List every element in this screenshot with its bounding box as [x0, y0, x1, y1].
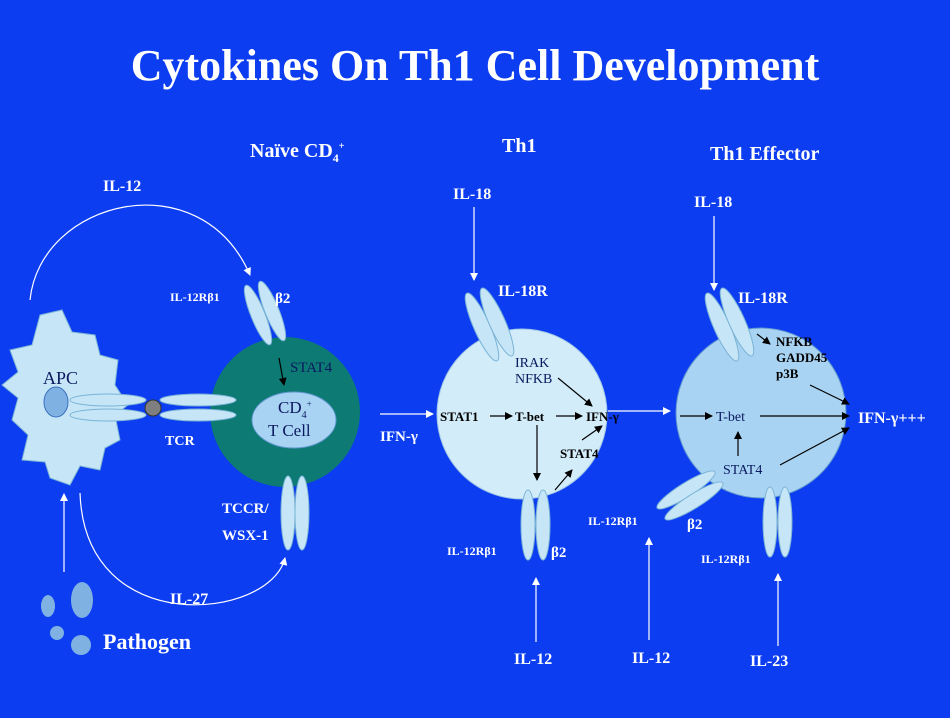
antigen-peptide — [144, 399, 162, 417]
il18r-chain-2-th1 — [479, 287, 515, 357]
th1-cell — [436, 328, 608, 500]
label-tcr: TCR — [165, 434, 195, 449]
il12rb1-th1 — [520, 489, 536, 561]
apc-nucleus — [43, 386, 69, 418]
il12-arc-arrow — [29, 204, 251, 301]
label-tbet-th1: T-bet — [515, 409, 545, 424]
heading-th1-effector: Th1 Effector — [710, 143, 820, 165]
label-tbet-effector: T-bet — [716, 410, 745, 425]
label-il12rb1-naive: IL-12Rβ1 — [170, 290, 220, 304]
pathogen-particle-2 — [71, 582, 93, 618]
nfkb-to-ifng-effector-arrow — [809, 384, 850, 405]
label-il23: IL-23 — [750, 653, 788, 670]
page-title: Cytokines On Th1 Cell Development — [130, 41, 820, 90]
label-b2-naive: β2 — [275, 291, 290, 307]
naive-t-cell-nucleus — [251, 391, 337, 449]
stat4-to-ifng-arrow — [581, 425, 603, 441]
label-il12rb1-th1: IL-12Rβ1 — [447, 544, 497, 558]
pathogen-particle-3 — [50, 626, 64, 640]
mhc-upper — [69, 393, 147, 407]
mhc-lower — [69, 408, 147, 422]
label-tccr: TCCR/ — [222, 501, 270, 517]
tcr-lower — [159, 408, 237, 422]
tccr-chain-1 — [280, 475, 296, 551]
label-il12-th1: IL-12 — [514, 651, 552, 668]
il18r-chain-2-effector — [719, 287, 755, 357]
label-ifng-effector: IFN-γ+++ — [858, 410, 926, 427]
label-cd4: CD4+ — [278, 398, 312, 421]
label-gadd45: GADD45 — [776, 350, 828, 365]
label-il18-effector: IL-18 — [694, 194, 732, 211]
label-pathogen: Pathogen — [103, 629, 191, 654]
tcr-upper — [159, 393, 237, 407]
label-il18r-effector: IL-18R — [738, 290, 788, 307]
receptor-to-stat4-arrow — [554, 469, 573, 491]
il12rb2-th1 — [535, 489, 551, 561]
stat4-to-ifng-effector-arrow — [779, 427, 850, 466]
il23r-chain-1 — [762, 486, 778, 558]
il12rb2-naive — [257, 280, 287, 342]
label-p38: p3B — [776, 366, 799, 381]
label-stat4-naive: STAT4 — [290, 360, 333, 376]
il23r-chain-2 — [777, 486, 793, 558]
heading-naive: Naïve CD4+ — [250, 140, 345, 165]
label-il27: IL-27 — [170, 591, 208, 608]
il18r-to-nfkb-arrow — [756, 333, 771, 345]
pathogen-particle-4 — [71, 635, 91, 655]
label-stat4-th1: STAT4 — [560, 446, 599, 461]
label-il18r-th1: IL-18R — [498, 283, 548, 300]
label-ifng-naive: IFN-γ — [380, 429, 418, 445]
label-b2-effector: β2 — [687, 517, 702, 533]
label-il12rb1-effector-bottom: IL-12Rβ1 — [701, 552, 751, 566]
label-nfkb-th1: NFKB — [515, 372, 552, 387]
label-ifng-th1: IFN-γ — [586, 409, 619, 424]
heading-th1: Th1 — [502, 135, 536, 157]
label-il12rb1-effector: IL-12Rβ1 — [588, 514, 638, 528]
label-wsx1: WSX-1 — [222, 528, 269, 544]
label-nfkb-effector: NFKB — [776, 334, 812, 349]
label-stat4-effector: STAT4 — [723, 463, 762, 478]
label-il12-effector: IL-12 — [632, 650, 670, 667]
label-b2-th1: β2 — [551, 545, 566, 561]
label-stat1: STAT1 — [440, 409, 479, 424]
label-apc: APC — [43, 368, 78, 388]
il27-arc-arrow — [79, 492, 288, 606]
label-il12-naive: IL-12 — [103, 178, 141, 195]
label-il18-th1: IL-18 — [453, 186, 491, 203]
label-irak: IRAK — [515, 356, 549, 371]
il12rb2-effector — [664, 481, 724, 521]
pathogen-particle-1 — [41, 595, 55, 617]
label-t-cell: T Cell — [268, 421, 311, 440]
stat4-arrow-naive — [278, 357, 287, 386]
tccr-chain-2 — [294, 475, 310, 551]
nfkb-to-ifng-arrow — [557, 377, 593, 407]
